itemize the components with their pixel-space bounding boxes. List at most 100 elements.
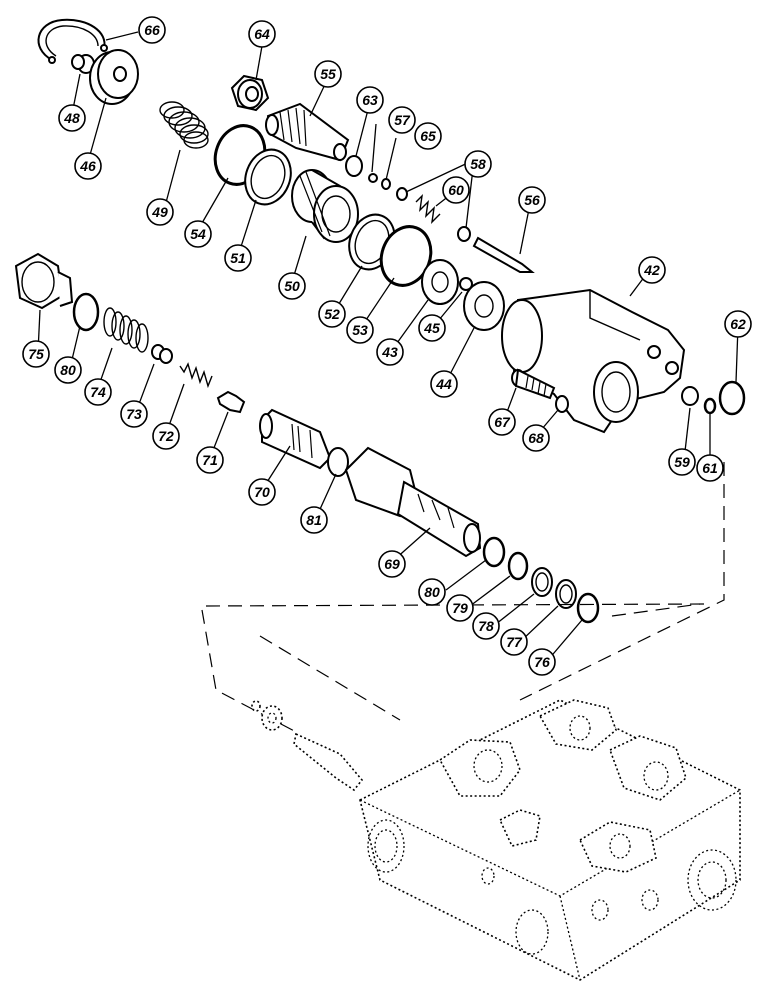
part-51-backup-ring [244,148,292,206]
callout-64: 64 [248,20,276,48]
part-60-spring [415,194,441,224]
callout-44: 44 [430,370,458,398]
callout-81-text: 81 [306,512,322,528]
part-55-threaded-stem [265,102,350,162]
callout-63: 63 [356,86,384,114]
callout-77-text: 77 [506,634,523,650]
part-50-piston [291,169,359,243]
part-62-ring [718,380,746,416]
callout-60-text: 60 [448,182,464,198]
callout-79-text: 79 [452,600,468,616]
callout-76: 76 [528,648,556,676]
callout-67-text: 67 [494,414,511,430]
callout-50: 50 [278,272,306,300]
callout-43-text: 43 [381,344,398,360]
part-59-plug [681,386,699,406]
callout-80-lower: 80 [418,578,446,606]
part-71-needle [216,390,246,414]
callout-62: 62 [724,310,752,338]
part-49-spring [159,101,209,149]
callout-66-text: 66 [144,22,160,38]
part-80a-o-ring [72,292,100,332]
part-45-ball [459,277,473,291]
callout-59: 59 [668,448,696,476]
callout-65-text: 65 [420,128,436,144]
part-65-washer [381,178,391,190]
callout-48: 48 [58,104,86,132]
callout-49: 49 [146,198,174,226]
callout-70-text: 70 [254,484,270,500]
callout-80-upper-text: 80 [60,362,76,378]
callout-69: 69 [378,550,406,578]
callout-54: 54 [184,220,212,248]
part-43-washer [421,259,459,305]
callout-57-text: 57 [394,112,411,128]
part-63-ring [345,155,363,177]
callout-77: 77 [500,628,528,656]
part-80b-o-ring [482,536,506,568]
part-56-pin [472,236,535,273]
part-77-backup-ring [555,579,577,609]
part-46-cap [89,49,139,105]
callout-63-text: 63 [362,92,378,108]
part-68-washer [555,395,569,413]
part-44-disc [463,281,505,331]
callout-44-text: 44 [435,376,452,392]
callout-51-text: 51 [230,250,246,266]
part-67-bolt [511,368,556,400]
part-57-ball [368,173,378,183]
callout-71: 71 [196,446,224,474]
callout-45: 45 [418,314,446,342]
callout-75-text: 75 [28,346,44,362]
callout-61-text: 61 [702,460,718,476]
part-69-cartridge-body [344,446,482,558]
callout-55: 55 [314,60,342,88]
callout-46: 46 [74,152,102,180]
callout-80-upper: 80 [54,356,82,384]
callout-60: 60 [442,176,470,204]
callout-70: 70 [248,478,276,506]
callout-57: 57 [388,106,416,134]
part-74-spring [103,307,149,353]
callout-45-text: 45 [423,320,440,336]
callout-73: 73 [120,400,148,428]
part-72-spring [179,362,213,389]
part-66-snap-ring [37,18,108,64]
part-75-plug [14,252,74,310]
callout-80-lower-text: 80 [424,584,440,600]
callout-56: 56 [518,186,546,214]
callout-55-text: 55 [320,66,336,82]
callout-42: 42 [638,256,666,284]
part-73-poppet [151,344,173,364]
callout-46-text: 46 [79,158,96,174]
callout-75: 75 [22,340,50,368]
part-58-seat-b [457,226,471,242]
callout-73-text: 73 [126,406,142,422]
callout-65: 65 [414,122,442,150]
part-61-ring [703,397,717,415]
callout-54-text: 54 [190,226,206,242]
callout-58: 58 [464,150,492,178]
part-81-ring [327,447,349,477]
callout-43: 43 [376,338,404,366]
callout-61: 61 [696,454,724,482]
callout-66: 66 [138,16,166,44]
callout-68: 68 [522,424,550,452]
callout-69-text: 69 [384,556,400,572]
callout-48-text: 48 [63,110,80,126]
callout-81: 81 [300,506,328,534]
callout-64-text: 64 [254,26,270,42]
callout-72: 72 [152,422,180,450]
part-42-valve-housing [501,288,686,434]
part-64-nut [230,74,270,112]
callout-78-text: 78 [478,618,494,634]
callout-52-text: 52 [324,306,340,322]
callout-79: 79 [446,594,474,622]
part-79-o-ring [507,551,529,581]
callout-62-text: 62 [730,316,746,332]
manifold-fitting-parts [251,700,364,792]
callout-74-text: 74 [90,384,106,400]
callout-50-text: 50 [284,278,300,294]
manifold-block-phantom [359,699,741,981]
